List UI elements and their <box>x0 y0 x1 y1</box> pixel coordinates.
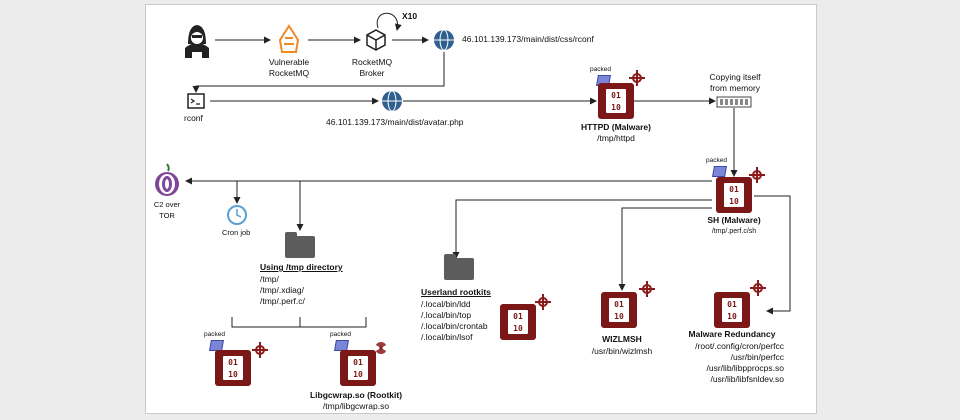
memory-chip-icon <box>716 96 752 108</box>
wizlmsh-path: /usr/bin/wizlmsh <box>591 346 653 356</box>
httpd-title: HTTPD (Malware) <box>581 122 651 132</box>
packed-label: packed <box>590 66 611 73</box>
folder-icon <box>444 254 474 280</box>
packed-label: packed <box>204 331 225 338</box>
arrow-globe-rconf <box>192 52 445 93</box>
globe-icon <box>434 29 454 51</box>
cron-label: Cron job <box>222 228 251 237</box>
arrow-sh-redundancy <box>754 195 791 315</box>
sh-title: SH (Malware) <box>707 215 761 225</box>
packed-icon <box>712 166 727 177</box>
terminal-icon <box>187 93 205 109</box>
cube-icon <box>366 29 386 51</box>
radiation-icon <box>375 342 387 355</box>
bug-icon <box>639 281 655 297</box>
globe-icon <box>382 90 402 112</box>
redundancy-title: Malware Redundancy <box>688 329 776 339</box>
userland-title: Userland rootkits <box>421 287 491 297</box>
bracket-tmp <box>231 317 367 328</box>
bug-icon <box>535 294 551 310</box>
url-avatar: 46.101.139.173/main/dist/avatar.php <box>326 117 464 127</box>
rconf-label: rconf <box>184 113 203 123</box>
tmp-paths: /tmp//tmp/.xdiag//tmp/.perf.c/ <box>260 274 305 306</box>
bug-icon <box>252 342 268 358</box>
clock-icon <box>227 205 247 225</box>
redundancy-paths: /root/.config/cron/perfcc/usr/bin/perfcc… <box>695 341 784 384</box>
libgcwrap-path: /tmp/libgcwrap.so <box>322 401 390 411</box>
folder-icon <box>285 232 315 258</box>
loop-count-label: X10 <box>402 11 418 21</box>
bug-icon <box>749 167 765 183</box>
url-rconf: 46.101.139.173/main/dist/css/rconf <box>462 34 594 44</box>
wizlmsh-title: WIZLMSH <box>602 334 642 344</box>
hacker-icon <box>185 25 209 58</box>
userland-paths: /.local/bin/ldd/.local/bin/top/.local/bi… <box>421 299 488 342</box>
rocketmq-icon <box>278 24 300 53</box>
tmp-title: Using /tmp directory <box>260 262 343 272</box>
packed-label: packed <box>706 157 727 164</box>
arrow-sh-wizlmsh <box>618 207 712 291</box>
tor-onion-icon <box>155 163 179 196</box>
bug-icon <box>750 280 766 296</box>
httpd-path: /tmp/httpd <box>597 133 635 143</box>
sh-path: /tmp/.perf.c/sh <box>711 228 757 235</box>
libgcwrap-title: Libgcwrap.so (Rootkit) <box>309 390 403 400</box>
bug-icon <box>629 70 645 86</box>
arrow-sh-userland <box>452 199 712 259</box>
packed-label: packed <box>330 331 351 338</box>
arrow-broker-loop <box>376 12 402 31</box>
